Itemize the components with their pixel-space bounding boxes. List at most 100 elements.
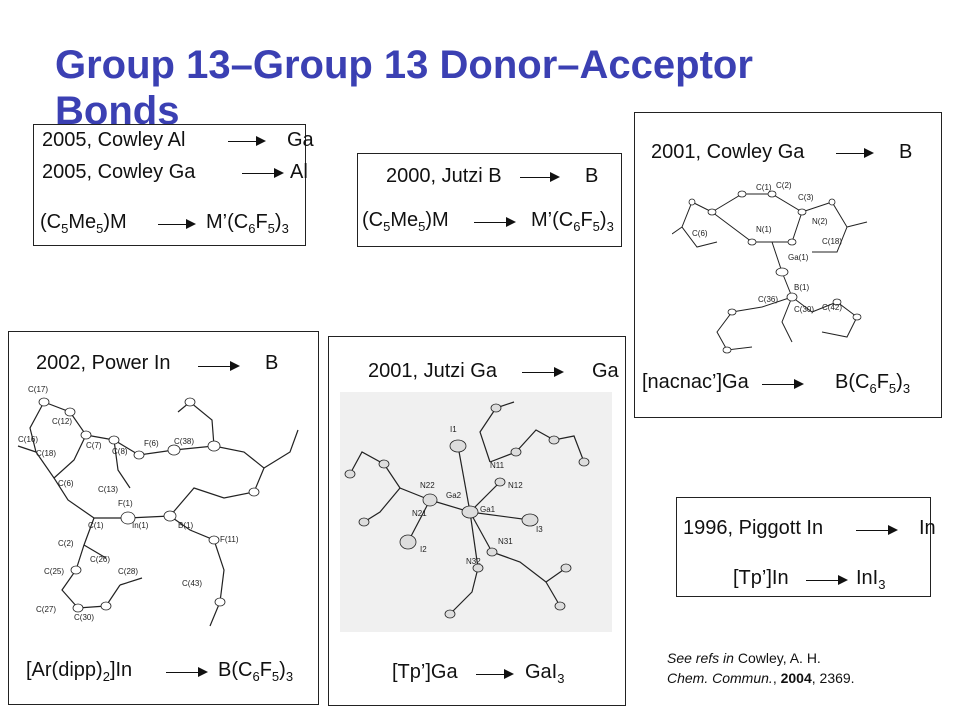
atom-label: Ga(1) [788,253,809,262]
cowley-2005-al-label-2: Al [290,161,308,183]
atom-label: B(1) [794,283,809,292]
reference-authors: Cowley, A. H. [733,650,821,666]
atom-label: C(2) [58,539,74,548]
atom-label: F(1) [118,499,133,508]
atom-label: C(12) [52,417,72,426]
atom-label: N(2) [812,217,828,226]
atom-label: I2 [420,545,427,554]
atom-label: C(2) [776,181,792,190]
atom-label: C(16) [18,435,38,444]
atom-label: C(8) [112,447,128,456]
atom-label: C(6) [58,479,74,488]
crystal-structure-ar-in-b: C(17) C(12) C(16) C(18) C(7) C(8) F(6) C… [17,385,299,627]
atom-label: N31 [498,537,513,546]
atom-label: N(1) [756,225,772,234]
reference-citation: See refs in Cowley, A. H. Chem. Commun.,… [667,648,855,688]
atom-label: C(42) [822,303,842,312]
atom-label: I1 [450,425,457,434]
atom-label: Ga1 [480,505,496,514]
power-2002-formula-left: [Ar(dipp)2]In [26,659,133,684]
cowley-2005-formula-right: M’(C6F5)3 [206,211,289,236]
atom-label: C(30) [74,613,94,622]
piggott-1996-formula-left: [Tp’]In [733,567,789,589]
cowley-2005-al-label: 2005, Cowley Al [42,129,186,151]
crystal-structure-tp-ga-gai3: I1 N11 N12 N22 Ga2 Ga1 N21 I2 N31 I3 N32 [340,392,612,632]
donor-acceptor-arrow [198,361,240,371]
cowley-2001-ga-label: 2001, Cowley Ga [651,141,805,163]
atom-label: C(3) [798,193,814,202]
reference-year: 2004 [780,670,812,686]
reference-prefix: See refs in [667,650,734,666]
reference-sep: , [772,670,781,686]
donor-acceptor-arrow [520,172,560,182]
donor-acceptor-arrow [836,148,874,158]
donor-acceptor-arrow [762,379,804,389]
atom-label: C(17) [28,385,48,394]
atom-label: C(27) [36,605,56,614]
atom-label: N12 [508,481,523,490]
atom-label: C(43) [182,579,202,588]
cowley-2001-formula-left: [nacnac’]Ga [642,371,749,393]
atom-label: C(18) [36,449,56,458]
donor-acceptor-arrow [522,367,564,377]
box-cowley-2005 [33,124,306,246]
cowley-2005-ga-label-2: 2005, Cowley Ga [42,161,196,183]
atom-label: C(1) [756,183,772,192]
jutzi-2000-formula-left: (C5Me5)M [362,209,449,234]
box-cowley-2001 [634,112,942,418]
jutzi-2000-b-label-2: B [585,165,599,187]
reference-pages: , 2369. [811,670,855,686]
atom-label: C(13) [98,485,118,494]
atom-label: C(25) [44,567,64,576]
box-jutzi-2000 [357,153,622,247]
atom-label: F(6) [144,439,159,448]
atom-label: F(11) [220,535,239,544]
atom-label: N21 [412,509,427,518]
donor-acceptor-arrow [806,575,848,585]
donor-acceptor-arrow [476,669,514,679]
atom-label: C(28) [118,567,138,576]
atom-label: I3 [536,525,543,534]
piggott-1996-formula-right: InI3 [856,567,886,592]
atom-label: N11 [490,461,505,470]
jutzi-2001-formula-right: GaI3 [525,661,565,686]
atom-label: In(1) [132,521,149,530]
box-power-2002 [8,331,319,705]
cowley-2005-formula-left: (C5Me5)M [40,211,127,236]
jutzi-2000-b-label: 2000, Jutzi B [386,165,502,187]
jutzi-2001-formula-left: [Tp’]Ga [392,661,458,683]
donor-acceptor-arrow [158,219,196,229]
reference-journal: Chem. Commun. [667,670,773,686]
atom-label: C(26) [90,555,110,564]
donor-acceptor-arrow [242,168,284,178]
atom-label: C(1) [88,521,104,530]
jutzi-2001-ga-label-2: Ga [592,360,619,382]
atom-label: C(36) [758,295,778,304]
jutzi-2001-ga-label: 2001, Jutzi Ga [368,360,497,382]
atom-label: Ga2 [446,491,462,500]
box-jutzi-2001 [328,336,626,706]
jutzi-2000-formula-right: M’(C6F5)3 [531,209,614,234]
donor-acceptor-arrow [856,525,898,535]
atom-label: C(6) [692,229,708,238]
cowley-2001-b-label: B [899,141,913,163]
cowley-2001-formula-right: B(C6F5)3 [835,371,911,396]
power-2002-b-label: B [265,352,279,374]
atom-label: B(1) [178,521,193,530]
donor-acceptor-arrow [474,217,516,227]
atom-label: N32 [466,557,481,566]
power-2002-in-label: 2002, Power In [36,352,171,374]
piggott-1996-in-label-2: In [919,517,936,539]
cowley-2005-ga-label: Ga [287,129,314,151]
atom-label: C(30) [794,305,814,314]
box-piggott-1996 [676,497,931,597]
power-2002-formula-right: B(C6F5)3 [218,659,294,684]
crystal-structure-nacnac-ga-b: C(1) C(2) C(3) N(1) N(2) C(18) C(6) Ga(1… [672,181,868,354]
page-title: Group 13–Group 13 Donor–Acceptor Bonds [55,43,753,133]
atom-label: N22 [420,481,435,490]
piggott-1996-in-label: 1996, Piggott In [683,517,824,539]
atom-label: C(7) [86,441,102,450]
atom-label: C(38) [174,437,194,446]
atom-label: C(18) [822,237,842,246]
donor-acceptor-arrow [228,136,266,146]
